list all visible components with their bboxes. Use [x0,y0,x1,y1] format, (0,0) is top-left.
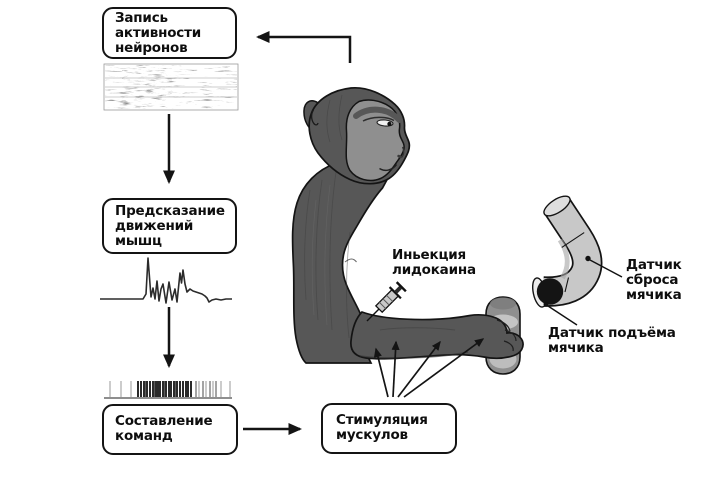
lidocaine-injection-label-line: Иньекция [392,247,467,263]
predict-movement-box-line: Предсказание [115,203,225,219]
stimulate-muscles-box-line: Стимуляция [336,412,428,428]
ball-tube-illustration [531,195,603,308]
record-activity-box-line: нейронов [115,40,188,56]
stimulate-muscles-box: Стимуляция мускулов [321,403,457,454]
lidocaine-injection-label-line: лидокаина [392,262,476,278]
predict-movement-box-line: движений [115,218,194,234]
syringe-icon [366,281,407,322]
ball-drop-sensor-label-line: мячика [626,287,682,303]
ball-drop-sensor-label: Датчик сброса мячика [626,258,682,303]
ball-lift-sensor-label: Датчик подъёма мячика [548,326,676,356]
ball-drop-sensor-label-line: Датчик [626,257,682,273]
ball-lift-sensor-label-line: мячика [548,340,604,356]
stimulate-muscles-box-line: мускулов [336,427,408,443]
predict-movement-box-line: мышц [115,233,162,249]
compose-commands-box-line: Составление [115,413,213,429]
flow-arrows [162,30,352,436]
muscle-stimulation-arrows [373,338,485,398]
monkey-eye [376,119,394,127]
compose-commands-box-line: команд [115,428,173,444]
ball [536,278,564,305]
arrow-head-to-record [255,30,352,63]
record-activity-box-line: активности [115,25,201,41]
monkey-face [345,99,405,182]
predict-movement-box: Предсказание движений мышц [102,198,237,254]
ball-drop-sensor-label-line: сброса [626,272,679,288]
record-activity-box-line: Запись [115,10,168,26]
neural-activity-raster-image [103,63,239,111]
compose-commands-box: Составление команд [102,404,238,455]
muscle-emg-waveform-image [100,257,232,304]
monkey-illustration [291,87,524,375]
command-spike-train-image [104,381,232,399]
ball-lift-sensor-label-line: Датчик подъёма [548,325,676,341]
record-activity-box: Запись активности нейронов [102,7,237,59]
lidocaine-injection-label: Иньекция лидокаина [392,248,476,278]
monkey-head [303,87,411,185]
sensor-leader-lines [543,255,623,326]
